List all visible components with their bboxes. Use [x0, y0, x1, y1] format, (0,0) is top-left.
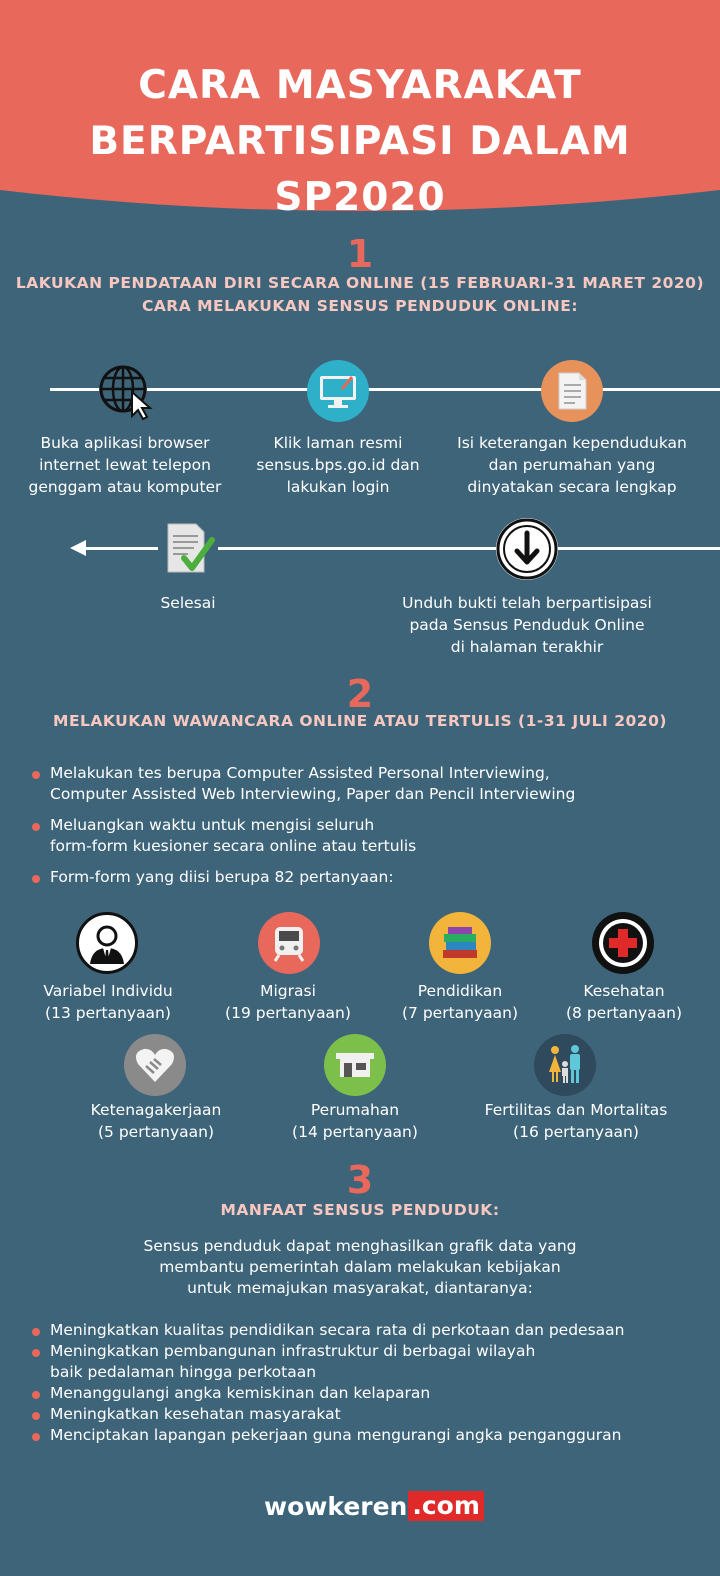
step-2-line-1: Klik laman resmi [273, 434, 403, 452]
section3-bullet-list: Meningkatkan kualitas pendidikan secara … [32, 1320, 624, 1446]
section3-bullet-1-line-1: Meningkatkan kualitas pendidikan secara … [50, 1321, 625, 1339]
logo-text: wowkeren [264, 1491, 408, 1521]
section2-bullet-3-line-1: Form-form yang diisi berupa 82 pertanyaa… [50, 868, 394, 886]
step-5-line-1: Selesai [160, 594, 216, 612]
section2-heading: MELAKUKAN WAWANCARA ONLINE ATAU TERTULIS… [53, 712, 667, 730]
category-2-count: (19 pertanyaan) [225, 1004, 351, 1022]
category-6-count: (14 pertanyaan) [292, 1123, 418, 1141]
family-icon [534, 1034, 596, 1096]
section2-bullet-1-line-1: Melakukan tes berupa Computer Assisted P… [50, 764, 550, 782]
section3-bullet-5-line-1: Menciptakan lapangan pekerjaan guna meng… [50, 1426, 622, 1444]
category-1-caption: Variabel Individu (13 pertanyaan) [18, 980, 198, 1024]
header-banner: CARA MASYARAKAT BERPARTISIPASI DALAM SP2… [0, 0, 720, 220]
step-3-line-2: dan perumahan yang [488, 456, 656, 474]
house-icon [324, 1034, 386, 1096]
computer-monitor-icon [307, 360, 369, 422]
category-4-name: Kesehatan [583, 982, 665, 1000]
category-4-caption: Kesehatan (8 pertanyaan) [552, 980, 696, 1024]
section3-intro-line-2: membantu pemerintah dalam melakukan kebi… [159, 1258, 561, 1276]
download-arrow-icon [496, 518, 558, 580]
step-2-caption: Klik laman resmi sensus.bps.go.id dan la… [238, 432, 438, 498]
section3-number: 3 [346, 1158, 374, 1202]
category-4-count: (8 pertanyaan) [565, 1004, 683, 1022]
category-3-count: (7 pertanyaan) [401, 1004, 519, 1022]
header-shape [0, 0, 720, 211]
category-3-name: Pendidikan [417, 982, 503, 1000]
section3-bullet-2-line-1: Meningkatkan pembangunan infrastruktur d… [50, 1342, 536, 1360]
medical-cross-icon [592, 912, 654, 974]
page-title: CARA MASYARAKAT BERPARTISIPASI DALAM SP2… [0, 58, 720, 226]
section3-heading: MANFAAT SENSUS PENDUDUK: [220, 1201, 500, 1219]
document-checkmark-icon [158, 520, 218, 576]
section3-bullet-3: Menanggulangi angka kemiskinan dan kelap… [32, 1383, 624, 1404]
train-icon [258, 912, 320, 974]
category-1-count: (13 pertanyaan) [45, 1004, 171, 1022]
section2-number: 2 [346, 672, 374, 716]
section3-intro-line-3: untuk memajukan masyarakat, diantaranya: [187, 1279, 533, 1297]
globe-cursor-icon [94, 360, 156, 422]
handshake-heart-icon [124, 1034, 186, 1096]
category-1-name: Variabel Individu [43, 982, 173, 1000]
section2-bullet-3: Form-form yang diisi berupa 82 pertanyaa… [32, 867, 575, 888]
section1-heading: LAKUKAN PENDATAAN DIRI SECARA ONLINE (15… [0, 272, 720, 318]
category-3-caption: Pendidikan (7 pertanyaan) [380, 980, 540, 1024]
category-7-name: Fertilitas dan Mortalitas [484, 1101, 668, 1119]
section3-bullet-2: Meningkatkan pembangunan infrastruktur d… [32, 1341, 624, 1383]
section3-bullet-4-line-1: Meningkatkan kesehatan masyarakat [50, 1405, 341, 1423]
step-1-line-2: internet lewat telepon [39, 456, 211, 474]
category-2-caption: Migrasi (19 pertanyaan) [208, 980, 368, 1024]
step-4-line-3: di halaman terakhir [450, 638, 604, 656]
category-5-name: Ketenagakerjaan [90, 1101, 222, 1119]
step-5-caption: Selesai [128, 592, 248, 614]
category-2-name: Migrasi [260, 982, 316, 1000]
section2-bullet-1: Melakukan tes berupa Computer Assisted P… [32, 763, 575, 805]
person-suit-icon [76, 912, 138, 974]
step-1-line-1: Buka aplikasi browser [40, 434, 210, 452]
books-icon [429, 912, 491, 974]
wowkeren-logo[interactable]: wowkeren .com [264, 1490, 484, 1522]
step-4-caption: Unduh bukti telah berpartisipasi pada Se… [392, 592, 662, 658]
title-line-2: BERPARTISIPASI DALAM SP2020 [89, 119, 631, 220]
section2-bullet-2: Meluangkan waktu untuk mengisi seluruh f… [32, 815, 575, 857]
section1-heading-line-1: LAKUKAN PENDATAAN DIRI SECARA ONLINE (15… [15, 274, 705, 292]
category-6-caption: Perumahan (14 pertanyaan) [272, 1099, 438, 1143]
flow-arrow-left-icon [70, 540, 86, 556]
category-6-name: Perumahan [310, 1101, 400, 1119]
section2-bullet-1-line-2: Computer Assisted Web Interviewing, Pape… [50, 785, 576, 803]
section3-intro-line-1: Sensus penduduk dapat menghasilkan grafi… [143, 1237, 577, 1255]
section1-heading-line-2: CARA MELAKUKAN SENSUS PENDUDUK ONLINE: [141, 297, 579, 315]
category-7-caption: Fertilitas dan Mortalitas (16 pertanyaan… [458, 1099, 694, 1143]
section2-bullet-2-line-2: form-form kuesioner secara online atau t… [50, 837, 417, 855]
step-2-line-3: lakukan login [286, 478, 390, 496]
category-5-count: (5 pertanyaan) [97, 1123, 215, 1141]
section3-bullet-5: Menciptakan lapangan pekerjaan guna meng… [32, 1425, 624, 1446]
step-1-caption: Buka aplikasi browser internet lewat tel… [20, 432, 230, 498]
step-4-line-2: pada Sensus Penduduk Online [409, 616, 645, 634]
step-3-line-3: dinyatakan secara lengkap [467, 478, 677, 496]
step-1-line-3: genggam atau komputer [28, 478, 222, 496]
section2-bullet-list: Melakukan tes berupa Computer Assisted P… [32, 763, 575, 888]
section3-bullet-2-line-2: baik pedalaman hingga perkotaan [50, 1363, 317, 1381]
logo-domain: .com [408, 1491, 484, 1521]
title-line-1: CARA MASYARAKAT [138, 63, 582, 108]
step-4-line-1: Unduh bukti telah berpartisipasi [402, 594, 652, 612]
step-3-line-1: Isi keterangan kependudukan [457, 434, 687, 452]
step-2-line-2: sensus.bps.go.id dan [256, 456, 420, 474]
section3-bullet-3-line-1: Menanggulangi angka kemiskinan dan kelap… [50, 1384, 431, 1402]
category-5-caption: Ketenagakerjaan (5 pertanyaan) [66, 1099, 246, 1143]
section3-bullet-1: Meningkatkan kualitas pendidikan secara … [32, 1320, 624, 1341]
flow-line-bottom [84, 547, 720, 550]
section2-bullet-2-line-1: Meluangkan waktu untuk mengisi seluruh [50, 816, 375, 834]
flow-line-top [50, 388, 720, 391]
document-icon [541, 360, 603, 422]
category-7-count: (16 pertanyaan) [513, 1123, 639, 1141]
section3-bullet-4: Meningkatkan kesehatan masyarakat [32, 1404, 624, 1425]
section1-number: 1 [346, 232, 374, 276]
section3-intro: Sensus penduduk dapat menghasilkan grafi… [0, 1236, 720, 1299]
step-3-caption: Isi keterangan kependudukan dan perumaha… [448, 432, 696, 498]
